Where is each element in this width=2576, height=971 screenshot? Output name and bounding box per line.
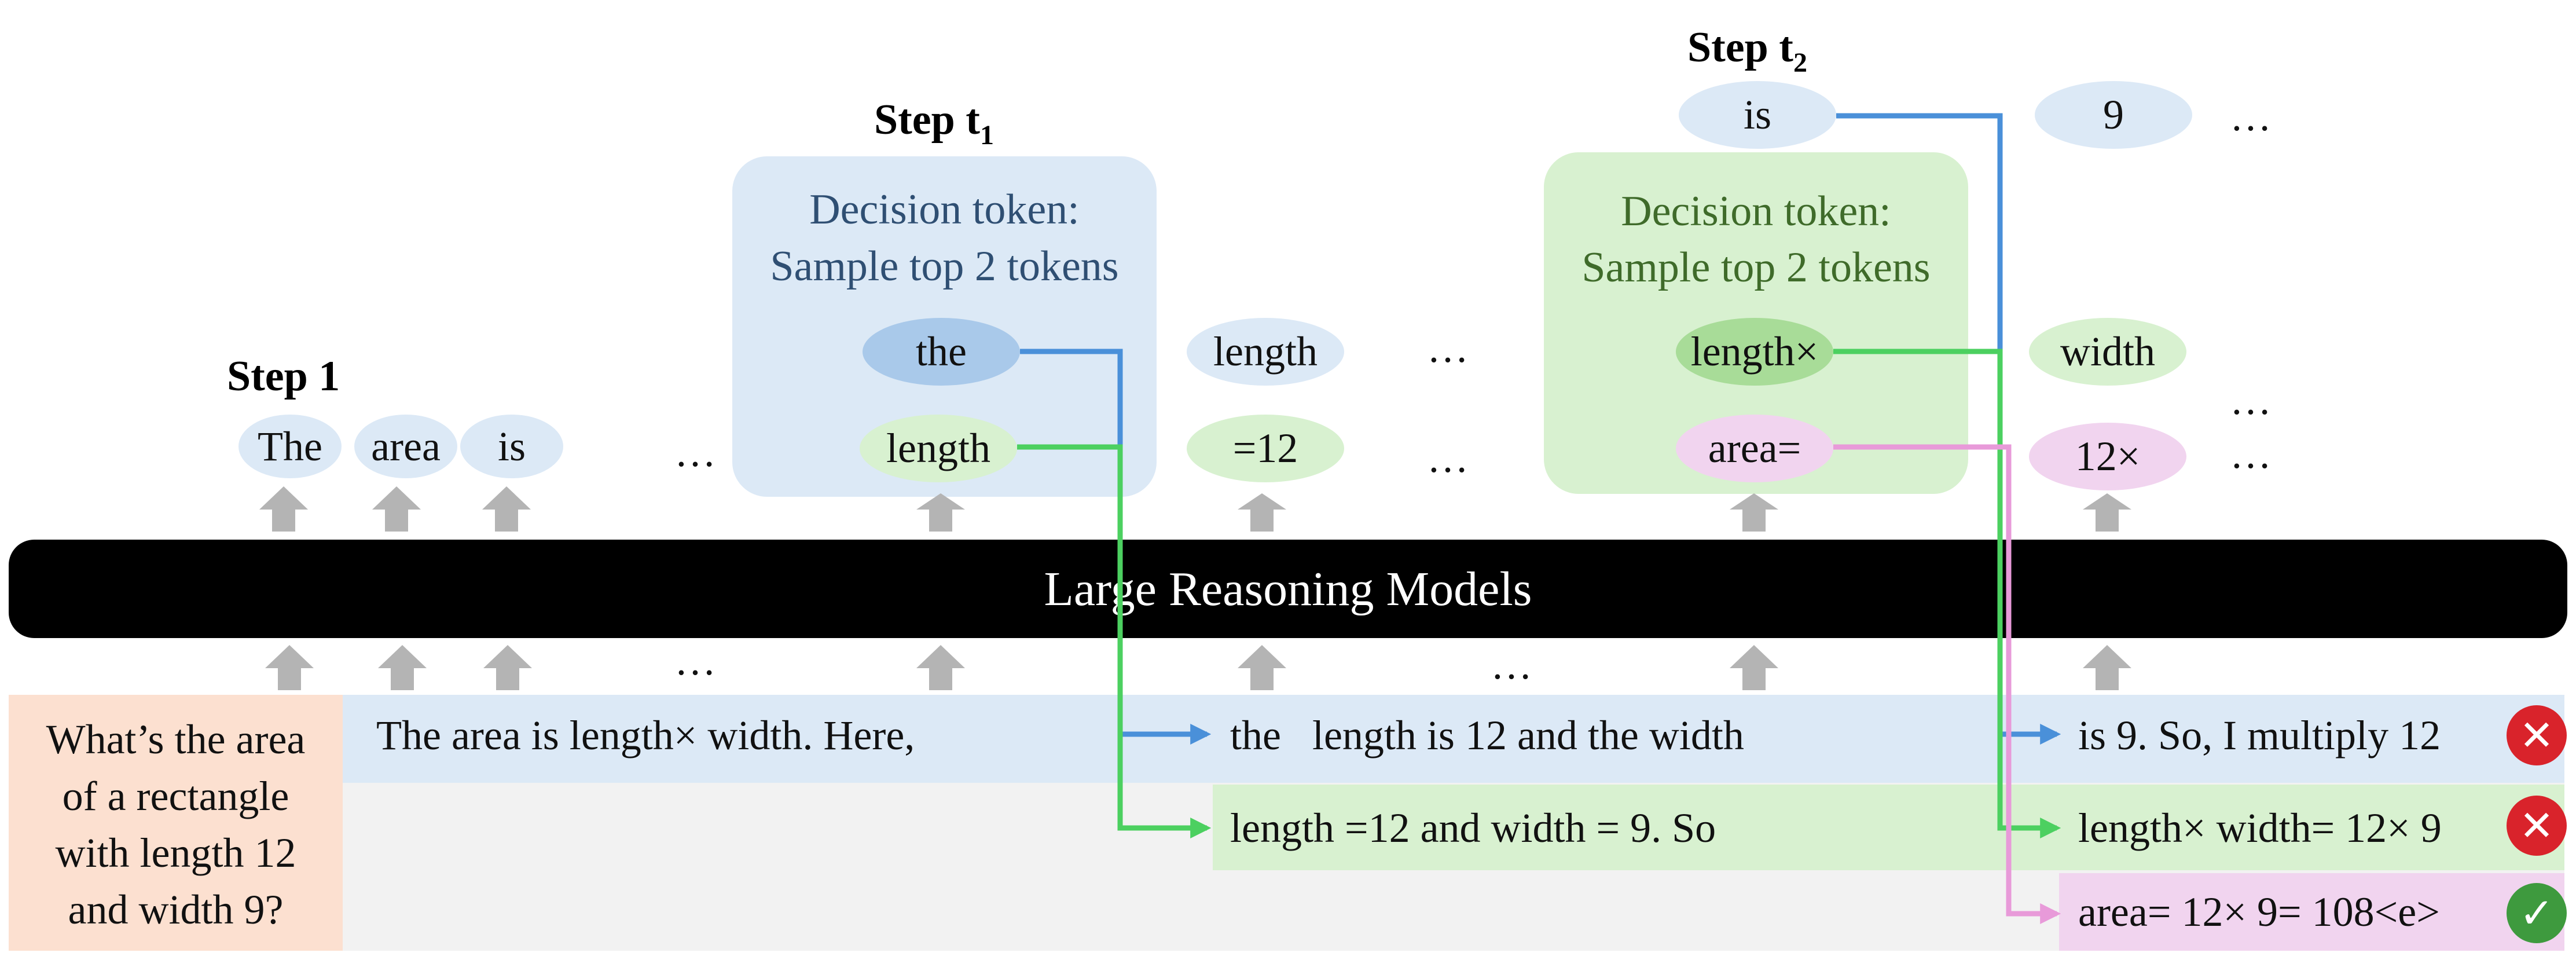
step-t1-subscript: 1 xyxy=(979,120,994,151)
token-9: 9 xyxy=(2035,81,2192,149)
ellipsis: … xyxy=(1427,325,1469,371)
step-t2-subscript: 2 xyxy=(1793,47,1807,78)
token-t2-second-area-eq: area= xyxy=(1676,415,1833,482)
pink-path-band xyxy=(2059,873,2564,951)
ellipsis: … xyxy=(674,637,716,684)
blue-branch-line-t1 xyxy=(1020,349,1212,745)
token-t1-top-the: the xyxy=(863,318,1020,386)
decision-box-t2-line1: Decision token: xyxy=(1621,188,1891,235)
step-t1-text: Step t xyxy=(874,96,980,144)
token-eq12: =12 xyxy=(1187,415,1344,482)
green-path-band-b xyxy=(2059,785,2564,870)
step-1-label: Step 1 xyxy=(227,353,340,400)
step-t2-text: Step t xyxy=(1687,24,1793,71)
model-label: Large Reasoning Models xyxy=(1044,562,1532,616)
wrong-icon: ✕ xyxy=(2507,705,2567,765)
blue-branch-line-t2 xyxy=(1836,113,2061,745)
green-branch-line-t1 xyxy=(1017,444,1212,838)
pink-branch-line-t2 xyxy=(1833,444,2061,924)
blue-continuation-a: the length is 12 and the width xyxy=(1230,712,1744,759)
decision-box-t1-line1: Decision token: xyxy=(809,186,1080,233)
blue-path-band xyxy=(343,695,2564,783)
ellipsis: … xyxy=(2230,431,2272,477)
token-t1-second-length: length xyxy=(860,415,1017,482)
model-bar: Large Reasoning Models xyxy=(9,540,2567,638)
wrong-icon: ✕ xyxy=(2507,796,2567,856)
ellipsis: … xyxy=(2230,377,2272,423)
token-12-times: 12× xyxy=(2029,423,2186,490)
up-arrows-lower xyxy=(265,645,2131,690)
up-arrows-upper xyxy=(259,486,2131,532)
token-length: length xyxy=(1187,318,1344,386)
token-area: area xyxy=(354,415,457,478)
pink-path-text: area= 12× 9= 108<e> xyxy=(2078,888,2440,935)
question-line: and width 9? xyxy=(68,886,284,933)
token-the: The xyxy=(238,415,342,478)
ellipsis: … xyxy=(2230,93,2272,140)
decision-box-t2-line2: Sample top 2 tokens xyxy=(1581,244,1931,291)
step-t2-label: Step t2 xyxy=(1687,23,1807,78)
ellipsis: … xyxy=(1491,642,1532,688)
question-line: with length 12 xyxy=(55,830,296,876)
token-width: width xyxy=(2029,318,2186,386)
question-line: of a rectangle xyxy=(62,773,289,819)
green-branch-line-t2 xyxy=(1833,349,2061,838)
blue-continuation-b: is 9. So, I multiply 12 xyxy=(2078,712,2441,759)
question-line: What’s the area xyxy=(46,716,306,763)
green-path-text-b: length× width= 12× 9 xyxy=(2078,804,2442,851)
step-t1-label: Step t1 xyxy=(874,96,994,151)
green-path-band-a xyxy=(1213,785,2059,870)
token-t2-top-length-times: length× xyxy=(1676,318,1833,386)
ellipsis: … xyxy=(674,429,716,475)
blue-prefix-text: The area is length× width. Here, xyxy=(376,712,915,759)
token-t2-chosen-is: is xyxy=(1679,81,1836,149)
check-icon: ✓ xyxy=(2507,883,2567,943)
ellipsis: … xyxy=(1427,435,1469,481)
decision-box-t1-line2: Sample top 2 tokens xyxy=(770,243,1119,290)
question-box xyxy=(9,695,343,951)
token-is: is xyxy=(460,415,563,478)
green-path-text-a: length =12 and width = 9. So xyxy=(1230,804,1716,851)
